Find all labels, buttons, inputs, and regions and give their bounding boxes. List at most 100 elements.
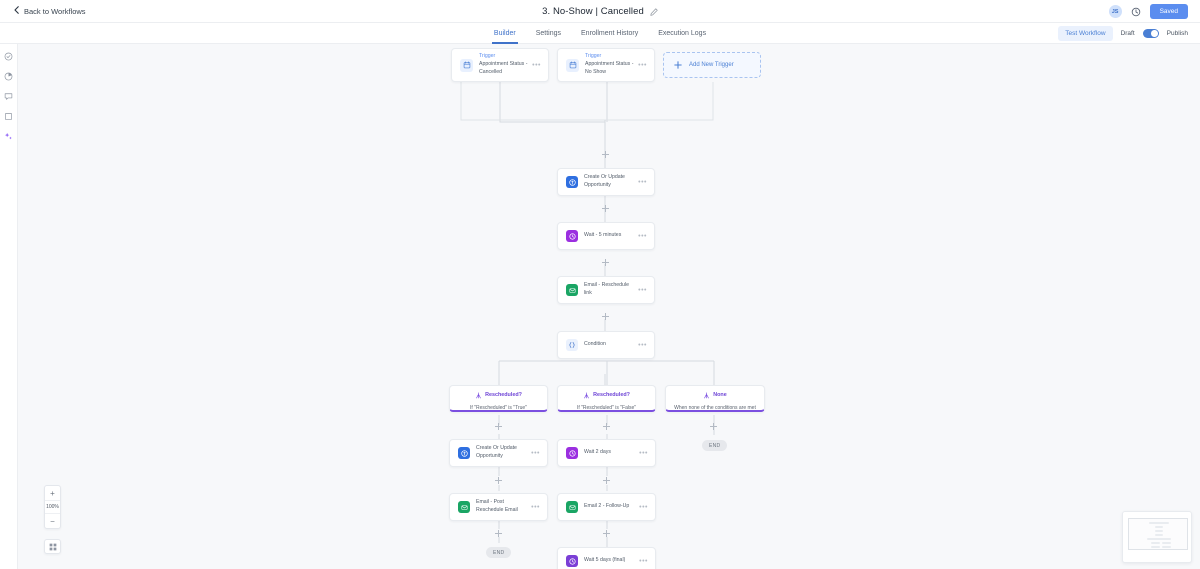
calendar-icon (460, 58, 473, 72)
trigger-text: Trigger Appointment Status - Cancelled (473, 53, 532, 76)
node-text: Wait - 5 minutes (578, 232, 638, 240)
tab-settings[interactable]: Settings (535, 29, 562, 37)
node-menu-button[interactable]: ••• (639, 449, 648, 457)
add-step-handle[interactable] (601, 258, 610, 267)
branch-title: None (713, 391, 727, 398)
branch-desc: When none of the conditions are met (674, 404, 756, 411)
end-badge-branch1: END (486, 547, 512, 558)
wait-icon (566, 555, 578, 567)
node-wait-5-minutes[interactable]: Wait - 5 minutes ••• (557, 222, 655, 250)
sparkle-ai-icon[interactable] (3, 131, 14, 142)
plus-icon (674, 56, 682, 74)
tab-enrollment-history[interactable]: Enrollment History (581, 29, 639, 37)
node-text: Create Or Update Opportunity (470, 445, 531, 461)
left-rail (0, 44, 18, 569)
add-new-trigger-button[interactable]: Add New Trigger (663, 52, 761, 78)
add-step-handle[interactable] (601, 150, 610, 159)
add-step-handle[interactable] (601, 204, 610, 213)
add-step-handle[interactable] (601, 312, 610, 321)
fit-to-screen-button[interactable] (44, 539, 61, 554)
comment-icon[interactable] (3, 91, 14, 102)
avatar[interactable]: JS (1108, 5, 1122, 18)
node-menu-button[interactable]: ••• (639, 557, 648, 565)
page-title: 3. No-Show | Cancelled (542, 6, 644, 17)
node-create-or-update-opportunity[interactable]: Create Or Update Opportunity ••• (557, 168, 655, 196)
topbar-actions: JS Saved (1108, 0, 1188, 23)
back-to-workflows-button[interactable]: Back to Workflows (14, 6, 86, 16)
tab-bar: Builder Settings Enrollment History Exec… (0, 23, 1200, 44)
node-text: Condition (578, 341, 638, 349)
add-step-handle[interactable] (602, 476, 611, 485)
wait-icon (566, 447, 578, 459)
zoom-controls: + 100% − (44, 485, 61, 529)
minimap[interactable] (1122, 511, 1192, 563)
node-condition[interactable]: Condition ••• (557, 331, 655, 359)
branch-card-rescheduled-false[interactable]: Rescheduled? If "Rescheduled" is "False" (557, 385, 656, 412)
email-icon (566, 284, 578, 296)
add-step-handle[interactable] (602, 422, 611, 431)
branch-title: Rescheduled? (485, 391, 522, 398)
pencil-icon[interactable] (650, 3, 658, 21)
node-branch1-create-or-update-opportunity[interactable]: Create Or Update Opportunity ••• (449, 439, 548, 467)
zoom-in-button[interactable]: + (50, 488, 55, 498)
node-branch2-wait-5-days-final[interactable]: Wait 5 days (final) ••• (557, 547, 656, 569)
add-step-handle[interactable] (494, 529, 503, 538)
fit-screen-icon (49, 538, 57, 556)
node-menu-button[interactable]: ••• (638, 286, 647, 294)
add-step-handle[interactable] (602, 529, 611, 538)
minimap-node (1162, 546, 1171, 548)
trigger-card-cancelled[interactable]: Trigger Appointment Status - Cancelled •… (451, 48, 549, 82)
chevron-left-icon (14, 6, 19, 16)
square-icon[interactable] (3, 111, 14, 122)
node-menu-button[interactable]: ••• (638, 232, 647, 240)
check-circle-icon[interactable] (3, 51, 14, 62)
add-new-trigger-label: Add New Trigger (689, 62, 734, 68)
node-text: Email - Post Reschedule Email (470, 499, 531, 515)
clock-history-icon[interactable] (1131, 7, 1141, 17)
end-badge-branch3: END (702, 440, 728, 451)
node-label: Wait 5 days (final) (584, 557, 626, 564)
node-menu-button[interactable]: ••• (531, 503, 540, 511)
email-icon (566, 501, 578, 513)
node-menu-button[interactable]: ••• (638, 341, 647, 349)
node-menu-button[interactable]: ••• (638, 178, 647, 186)
minimap-node (1151, 546, 1160, 548)
workflow-canvas[interactable]: Trigger Appointment Status - Cancelled •… (18, 44, 1200, 569)
node-label: Create Or Update Opportunity (476, 445, 517, 459)
node-label: Email 2 - Follow-Up (584, 503, 630, 510)
test-workflow-button[interactable]: Test Workflow (1058, 26, 1113, 41)
trigger-menu-button[interactable]: ••• (532, 61, 541, 69)
branch-card-none[interactable]: None When none of the conditions are met (665, 385, 765, 412)
clock-pie-icon[interactable] (3, 71, 14, 82)
node-branch1-email-post-reschedule[interactable]: Email - Post Reschedule Email ••• (449, 493, 548, 521)
branch-icon (703, 386, 710, 404)
saved-button[interactable]: Saved (1149, 4, 1188, 19)
zoom-level-label: 100% (45, 500, 60, 514)
tab-execution-logs[interactable]: Execution Logs (658, 29, 707, 37)
branch-head: None (703, 386, 727, 404)
trigger-menu-button[interactable]: ••• (638, 61, 647, 69)
minimap-viewport[interactable] (1128, 518, 1188, 550)
node-label: Wait 2 days (584, 449, 611, 456)
opportunity-icon (566, 176, 578, 188)
branch-card-rescheduled-true[interactable]: Rescheduled? If "Rescheduled" is "True" (449, 385, 548, 412)
minimap-node (1147, 538, 1171, 540)
add-step-handle[interactable] (494, 422, 503, 431)
trigger-kicker: Trigger (585, 53, 602, 60)
tab-builder[interactable]: Builder (491, 23, 518, 44)
trigger-kicker: Trigger (479, 53, 496, 60)
node-menu-button[interactable]: ••• (639, 503, 648, 511)
node-email-reschedule-link[interactable]: Email - Reschedule link ••• (557, 276, 655, 304)
publish-toggle[interactable] (1142, 29, 1159, 38)
workflow-title-wrap: 3. No-Show | Cancelled (0, 0, 1200, 23)
add-step-handle[interactable] (494, 476, 503, 485)
node-branch2-wait-2-days[interactable]: Wait 2 days ••• (557, 439, 656, 467)
node-branch2-email-2-follow-up[interactable]: Email 2 - Follow-Up ••• (557, 493, 656, 521)
trigger-card-no-show[interactable]: Trigger Appointment Status - No Show ••• (557, 48, 655, 82)
add-step-handle[interactable] (709, 422, 718, 431)
node-menu-button[interactable]: ••• (531, 449, 540, 457)
zoom-out-button[interactable]: − (50, 516, 55, 526)
trigger-text: Trigger Appointment Status - No Show (579, 53, 638, 76)
branch-icon (475, 386, 482, 404)
